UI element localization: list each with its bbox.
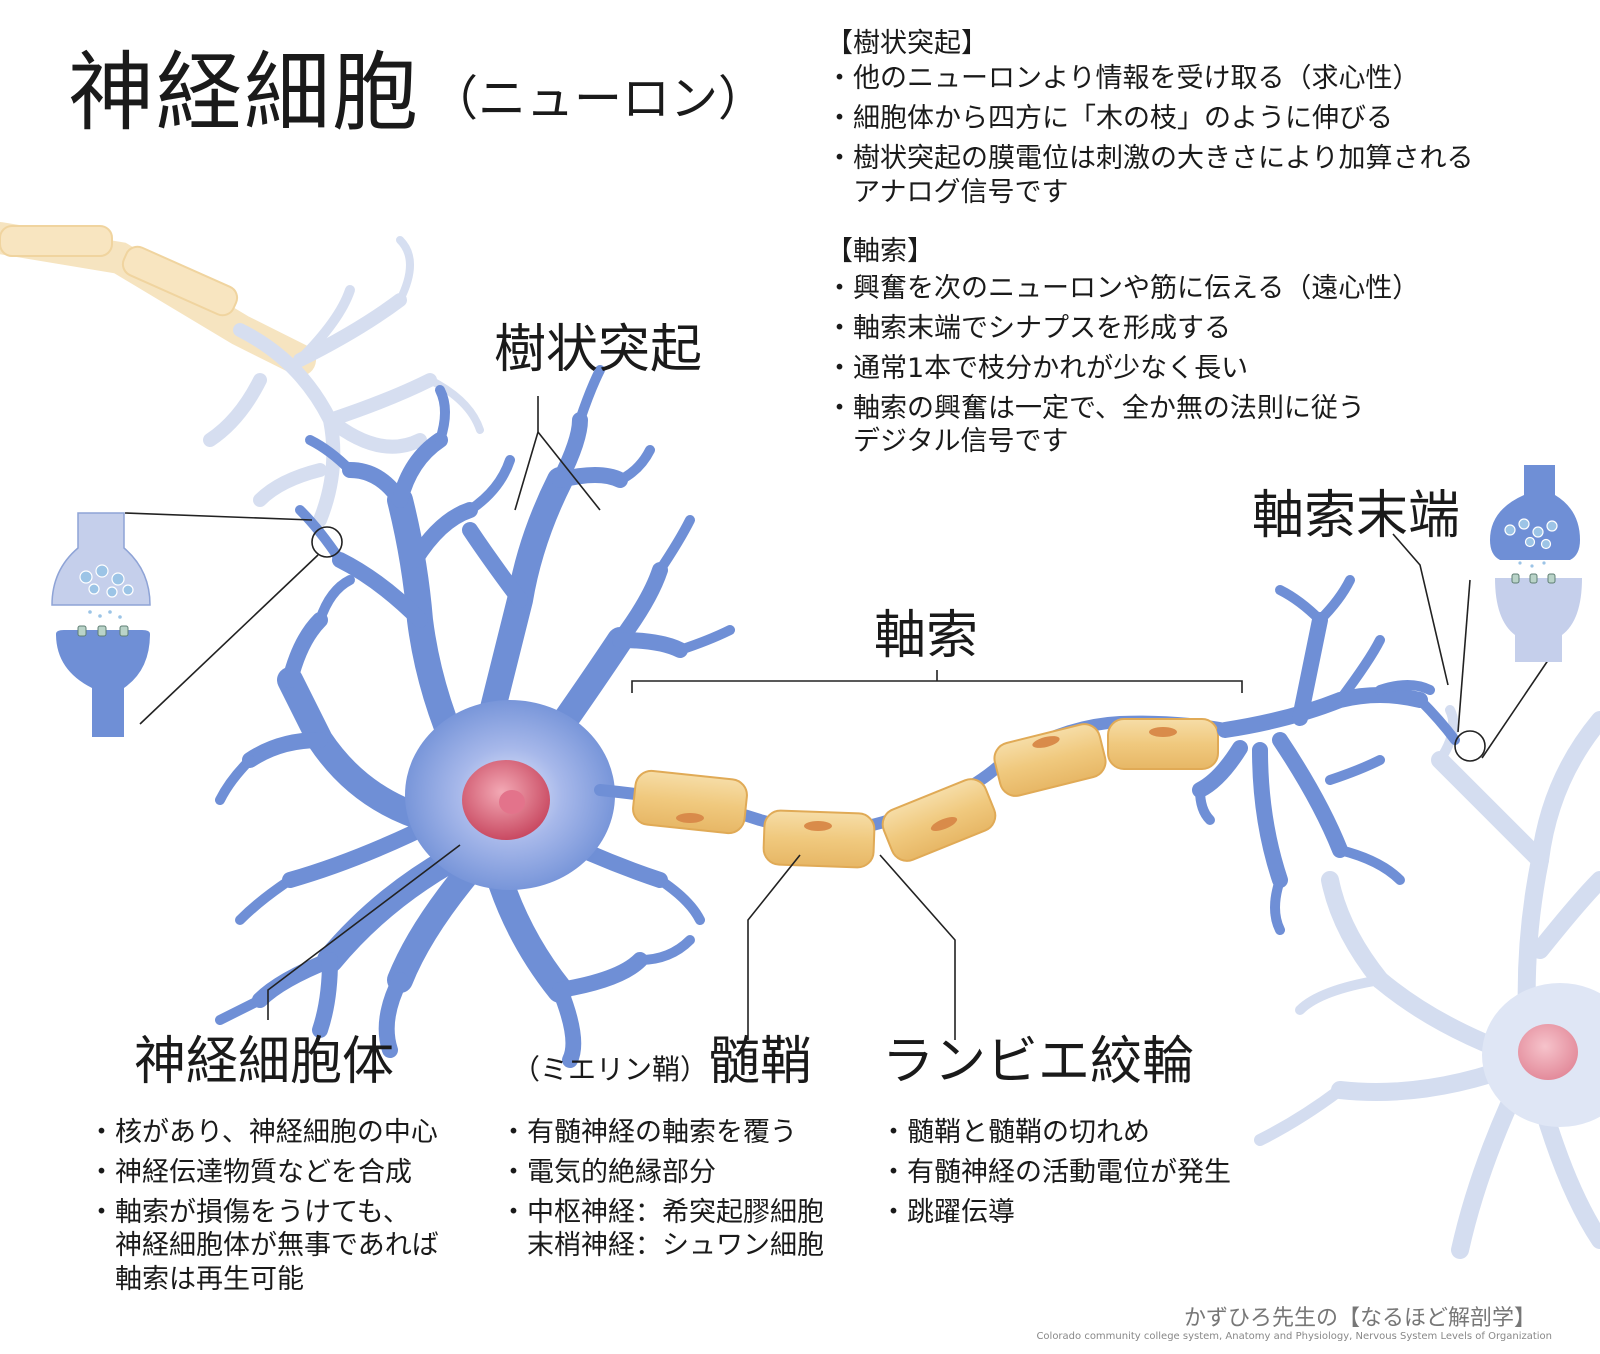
zoom-line bbox=[1481, 649, 1556, 759]
ranvier-note: 跳躍伝導 bbox=[880, 1196, 1231, 1230]
synapse-zoom-circle bbox=[311, 526, 343, 558]
callout-lines bbox=[124, 396, 1556, 1040]
synapse-zoom-circle bbox=[1454, 730, 1486, 762]
faded-myelin-segment bbox=[0, 225, 113, 257]
dendrite-label: 樹状突起 bbox=[494, 320, 703, 380]
dendrite-bullet-continuation: アナログ信号です bbox=[853, 176, 1069, 208]
faded-nucleus bbox=[1518, 1024, 1578, 1080]
axon-terminal-pointer bbox=[1392, 533, 1449, 686]
axon-terminal-label: 軸索末端 bbox=[1252, 486, 1461, 546]
zoom-line bbox=[139, 554, 319, 725]
axon-bullet: 軸索の興奮は一定で、全か無の法則に従う bbox=[826, 392, 1419, 426]
cell-body-note-continuation: 軸索は再生可能 bbox=[115, 1264, 304, 1295]
axon-bullet: 軸索末端でシナプスを形成する bbox=[826, 312, 1419, 346]
credit-source: Colorado community college system, Anato… bbox=[1036, 1331, 1552, 1342]
axon-label: 軸索 bbox=[874, 606, 979, 666]
zoom-line bbox=[124, 512, 313, 521]
myelin-note: 有髄神経の軸索を覆う bbox=[500, 1116, 824, 1150]
ranvier-note: 有髄神経の活動電位が発生 bbox=[880, 1156, 1231, 1190]
dendrite-pointer bbox=[537, 431, 601, 511]
ranvier-label: ランビエ絞輪 bbox=[882, 1032, 1195, 1092]
zoom-line bbox=[1457, 579, 1471, 733]
cell-body-note-continuation: 神経細胞体が無事であれば bbox=[115, 1230, 439, 1262]
axon-terminal-branches bbox=[1192, 575, 1460, 935]
axon-bracket bbox=[631, 680, 1243, 693]
myelin-alt-name: （ミエリン鞘） bbox=[512, 1053, 709, 1086]
axon-section-heading: 【軸索】 bbox=[826, 236, 934, 267]
myelin-pointer bbox=[747, 854, 801, 1040]
synapse-inset-right bbox=[1490, 465, 1582, 662]
myelin-note: 電気的絶縁部分 bbox=[500, 1156, 824, 1190]
cell-body-notes: 核があり、神経細胞の中心 神経伝達物質などを合成 軸索が損傷をうけても、 神経細… bbox=[88, 1116, 439, 1297]
dendrite-bullet: 樹状突起の膜電位は刺激の大きさにより加算される bbox=[826, 142, 1473, 176]
cell-body-note: 核があり、神経細胞の中心 bbox=[88, 1116, 439, 1150]
myelin-label: 髄鞘 bbox=[708, 1032, 813, 1092]
myelin-segment bbox=[881, 778, 997, 862]
cell-body-label: 神経細胞体 bbox=[134, 1032, 395, 1092]
axon-bullet: 興奮を次のニューロンや筋に伝える（遠心性） bbox=[826, 272, 1419, 306]
faded-myelin-segment bbox=[121, 245, 239, 317]
ranvier-note: 髄鞘と髄鞘の切れめ bbox=[880, 1116, 1231, 1150]
myelin-segment bbox=[1107, 718, 1219, 770]
myelin-segment bbox=[762, 809, 876, 869]
dendrite-bullet: 細胞体から四方に「木の枝」のように伸びる bbox=[826, 102, 1473, 136]
myelin-sheath bbox=[632, 718, 1219, 869]
dendrite-section-heading: 【樹状突起】 bbox=[826, 28, 988, 59]
ranvier-notes: 髄鞘と髄鞘の切れめ 有髄神経の活動電位が発生 跳躍伝導 bbox=[880, 1116, 1231, 1229]
myelin-note-continuation: 末梢神経：シュワン細胞 bbox=[527, 1230, 824, 1262]
myelin-note: 中枢神経：希突起膠細胞 bbox=[500, 1196, 824, 1230]
page-title: 神経細胞 bbox=[68, 43, 420, 143]
schwann-nuclei bbox=[676, 727, 1177, 831]
myelin-notes: 有髄神経の軸索を覆う 電気的絶縁部分 中枢神経：希突起膠細胞 末梢神経：シュワン… bbox=[500, 1116, 824, 1263]
axon-info-block: 【軸索】 興奮を次のニューロンや筋に伝える（遠心性） 軸索末端でシナプスを形成す… bbox=[826, 236, 1419, 459]
credit-brand: かずひろ先生の【なるほど解剖学】 bbox=[1183, 1306, 1536, 1331]
myelin-segment bbox=[993, 723, 1107, 797]
dendrite-bullet: 他のニューロンより情報を受け取る（求心性） bbox=[826, 62, 1473, 96]
cell-body-note: 神経伝達物質などを合成 bbox=[88, 1156, 439, 1190]
myelin-segment bbox=[632, 769, 748, 835]
cell-body-note: 軸索が損傷をうけても、 bbox=[88, 1196, 439, 1230]
synapse-inset-left bbox=[51, 512, 151, 737]
nucleolus bbox=[499, 790, 525, 814]
axon-bullet: 通常1本で枝分かれが少なく長い bbox=[826, 352, 1419, 386]
myelin-label-group: （ミエリン鞘）髄鞘 bbox=[512, 1032, 813, 1092]
faded-neighbor-neuron-top-left bbox=[0, 222, 484, 527]
ranvier-pointer bbox=[879, 854, 956, 1040]
dendrite-info-block: 【樹状突起】 他のニューロンより情報を受け取る（求心性） 細胞体から四方に「木の… bbox=[826, 28, 1473, 209]
dendrite-pointer bbox=[514, 396, 539, 511]
axon-bullet-continuation: デジタル信号です bbox=[853, 426, 1069, 458]
page-subtitle: （ニューロン） bbox=[430, 71, 767, 127]
cell-body-pointer bbox=[267, 844, 461, 1020]
